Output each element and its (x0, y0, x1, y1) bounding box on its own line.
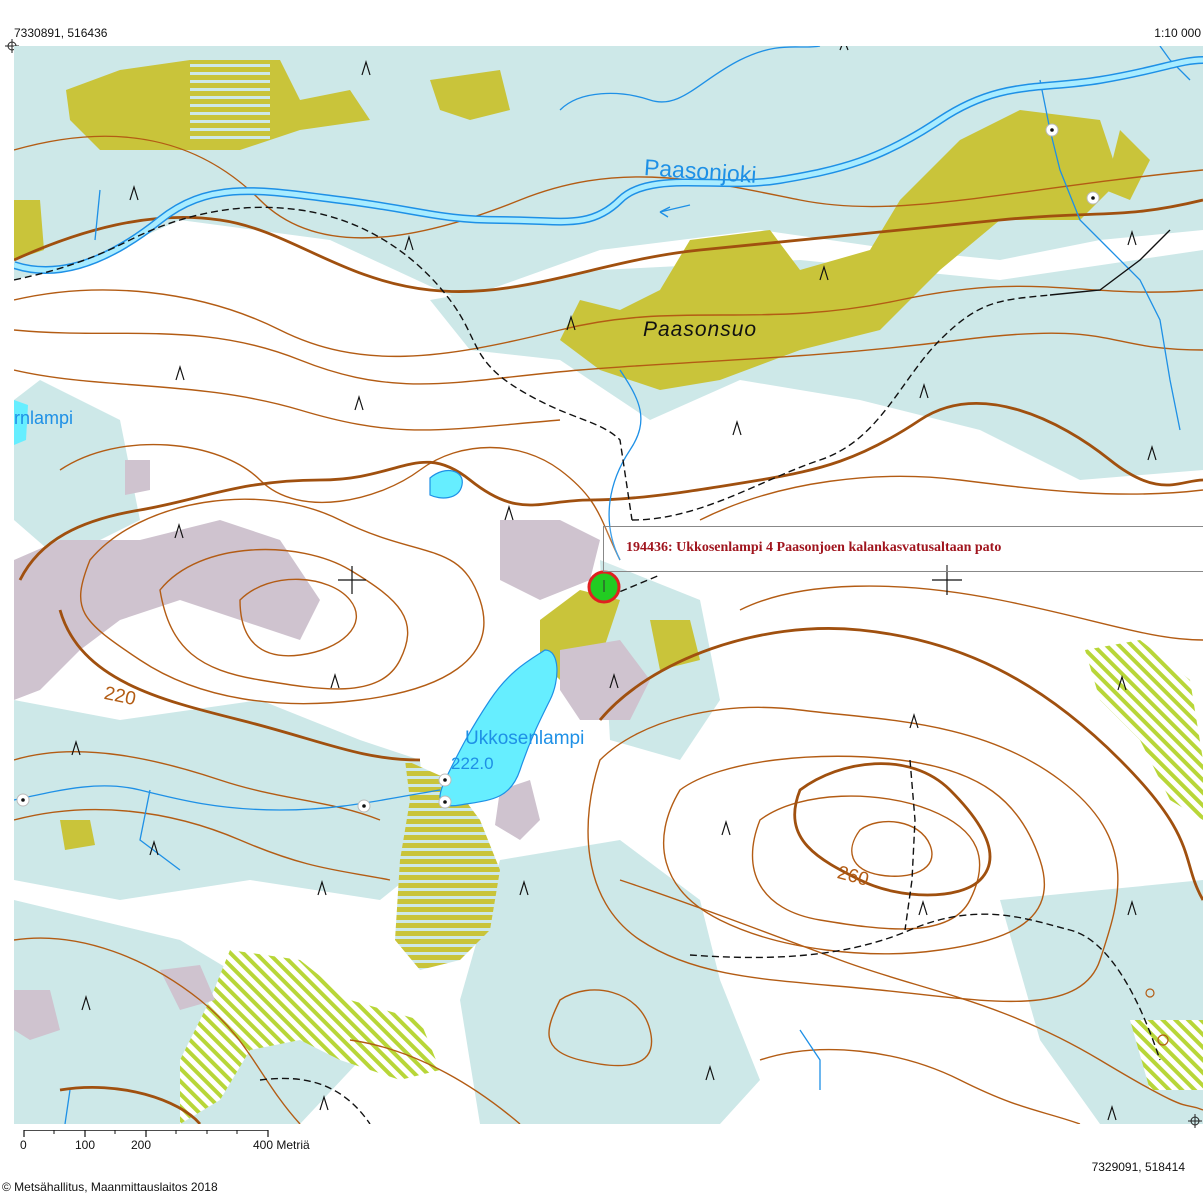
scalebar-tick-0: 0 (20, 1138, 27, 1152)
trails (14, 206, 1161, 1124)
power-line (1049, 229, 1171, 296)
scalebar-tick-200: 200 (131, 1138, 152, 1152)
scale-ratio: 1:10 000 (1154, 26, 1201, 40)
site-callout-label[interactable]: 194436: Ukkosenlampi 4 Paasonjoen kalank… (626, 540, 1002, 555)
lake-left-label: rnlampi (14, 408, 74, 428)
copyright-notice: © Metsähallitus, Maanmittauslaitos 2018 (2, 1180, 218, 1194)
top-left-coordinate: 7330891, 516436 (14, 26, 108, 40)
hatched-bog-north (190, 60, 270, 140)
forest-hatch-areas (180, 640, 1203, 1124)
rock-areas (14, 460, 650, 1040)
map-canvas[interactable]: Paasonjoki Paasonsuo Ukkosenlampi 222.0 … (14, 46, 1203, 1124)
scalebar-tick-100: 100 (75, 1138, 96, 1152)
contour-lines (14, 135, 1203, 1124)
bog-label: Paasonsuo (643, 318, 758, 341)
lake-left-edge (14, 400, 28, 445)
river-paasonjoki (14, 56, 1203, 274)
scale-bar (23, 1130, 269, 1137)
lake-ukkosenlampi (439, 649, 558, 807)
scalebar-tick-400: 400 Metriä (253, 1138, 310, 1152)
crosshair-icon (1188, 1114, 1202, 1128)
river-flow-arrow (659, 204, 691, 218)
streams (14, 46, 1191, 1124)
pond (429, 469, 463, 499)
bottom-right-coordinate: 7329091, 518414 (1091, 1160, 1185, 1174)
topographic-map[interactable] (14, 46, 1203, 1124)
site-marker[interactable] (587, 570, 621, 604)
springs (16, 123, 1169, 1046)
hatched-bog-south (395, 760, 500, 970)
terrain-symbols (71, 46, 1157, 1121)
lake-label: Ukkosenlampi (465, 728, 585, 749)
index-contours (14, 198, 1203, 1124)
site-callout-box[interactable] (603, 526, 1203, 572)
lake-elevation-label: 222.0 (451, 754, 494, 773)
